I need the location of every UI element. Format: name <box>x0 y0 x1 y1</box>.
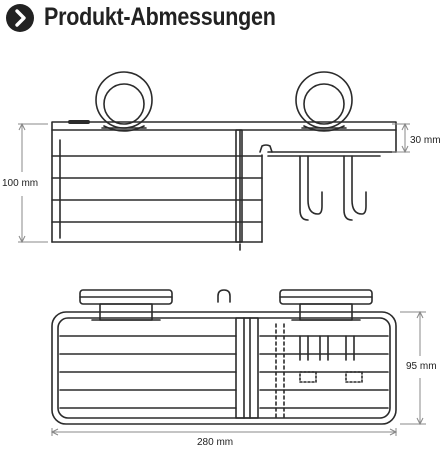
suction-cup-left <box>95 71 153 132</box>
wire-basket <box>51 129 263 251</box>
header: Produkt-Abmessungen <box>0 0 441 36</box>
top-tray-wires <box>259 323 389 419</box>
dim-label-depth: 95 mm <box>406 361 437 372</box>
dim-line-95 <box>400 310 426 426</box>
top-rail <box>51 121 397 131</box>
hook-tray <box>259 129 397 157</box>
top-basket-wires <box>59 317 259 419</box>
suction-cup-top-left <box>79 289 173 321</box>
hanger-loop <box>217 289 231 303</box>
dim-line-100 <box>18 122 48 244</box>
top-frame <box>51 311 397 425</box>
top-view <box>51 289 397 425</box>
top-hooks <box>299 335 363 383</box>
dim-label-shelf-height: 30 mm <box>410 135 441 146</box>
chevron-right-icon <box>6 4 34 32</box>
suction-cup-top-right <box>279 289 373 321</box>
hook-left <box>299 155 323 221</box>
suction-cup-right <box>295 71 353 132</box>
dim-line-30 <box>392 122 410 154</box>
hook-right <box>343 155 367 221</box>
front-view <box>51 71 397 251</box>
dim-label-width: 280 mm <box>197 437 234 448</box>
page-title: Produkt-Abmessungen <box>44 3 276 31</box>
dim-line-280 <box>50 428 398 436</box>
dim-label-height: 100 mm <box>2 178 39 189</box>
